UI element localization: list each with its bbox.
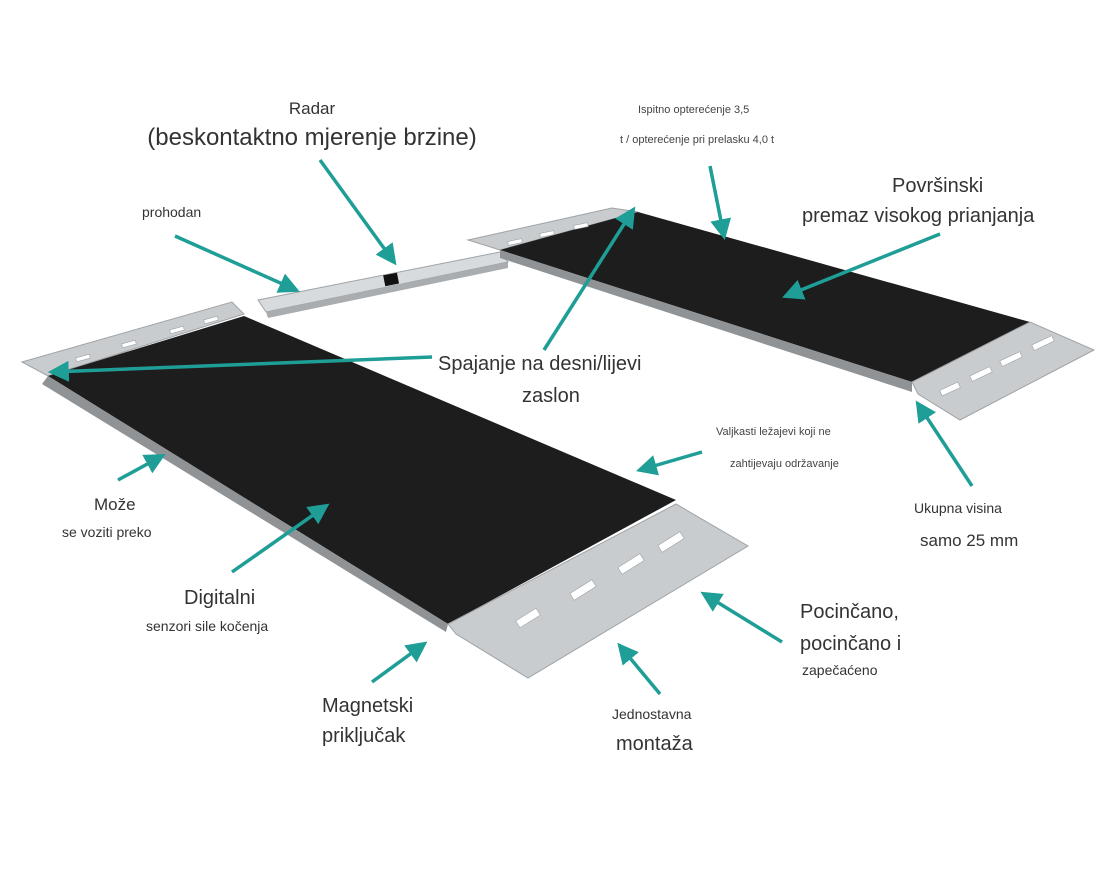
connector-bar xyxy=(257,251,509,318)
height-line-1: Ukupna visina xyxy=(914,500,1002,516)
arrow-galvanized xyxy=(700,591,783,644)
label-mounting-2: montaža xyxy=(616,732,693,757)
arrow-connect-left xyxy=(47,355,433,382)
arrow-rollers xyxy=(635,450,703,476)
label-connect-2: zaslon xyxy=(522,384,580,409)
label-mounting: Jednostavna xyxy=(612,706,691,724)
label-surface-2: premaz visokog prianjanja xyxy=(802,204,1034,229)
arrow-drive-over xyxy=(117,453,166,482)
mounting-line-1: Jednostavna xyxy=(612,706,692,722)
drive-over-line-1: Može xyxy=(94,495,136,514)
arrow-radar xyxy=(318,158,397,266)
label-connect: Spajanje na desni/lijevi xyxy=(438,352,641,377)
label-height: Ukupna visina xyxy=(914,500,1002,518)
arrow-passable xyxy=(174,234,300,293)
label-passable: prohodan xyxy=(142,204,201,222)
rollers-line-1: Valjkasti ležajevi koji ne xyxy=(716,426,831,438)
arrow-magnetic xyxy=(370,641,428,684)
label-load-2: t / opterećenje pri prelasku 4,0 t xyxy=(620,134,774,148)
label-drive-over-2: se voziti preko xyxy=(62,524,151,542)
height-line-2: samo 25 mm xyxy=(920,531,1019,550)
radar-subtitle: (beskontaktno mjerenje brzine) xyxy=(147,124,477,152)
galvanized-line-2: pocinčano i xyxy=(800,633,902,655)
label-height-2: samo 25 mm xyxy=(920,530,1018,551)
mounting-line-2: montaža xyxy=(616,733,693,755)
arrow-digital xyxy=(230,503,330,574)
arrow-load xyxy=(708,165,732,241)
digital-line-2: senzori sile kočenja xyxy=(146,618,269,634)
label-magnetic: Magnetski xyxy=(322,694,413,719)
label-galvanized-2: pocinčano i xyxy=(800,632,901,657)
label-rollers: Valjkasti ležajevi koji ne xyxy=(716,426,831,440)
digital-line-1: Digitalni xyxy=(184,587,256,609)
arrow-surface xyxy=(782,232,941,300)
surface-line-2: premaz visokog prianjanja xyxy=(802,205,1035,227)
callout-arrows xyxy=(47,158,974,696)
drive-over-line-2: se voziti preko xyxy=(62,524,152,540)
arrow-height xyxy=(915,400,974,487)
arrow-connect-right xyxy=(542,206,636,351)
galvanized-line-3: zapečaćeno xyxy=(802,662,878,678)
left-plate xyxy=(20,301,749,679)
label-galvanized: Pocinčano, xyxy=(800,600,899,625)
rollers-line-2: zahtijevaju održavanje xyxy=(730,458,839,470)
label-galvanized-3: zapečaćeno xyxy=(802,662,878,680)
right-plate xyxy=(466,207,1096,421)
load-line-2: t / opterećenje pri prelasku 4,0 t xyxy=(620,134,775,146)
label-digital-2: senzori sile kočenja xyxy=(146,618,268,636)
arrow-mounting xyxy=(617,642,662,696)
label-drive-over: Može xyxy=(94,494,136,515)
radar-sensor xyxy=(383,272,400,287)
label-rollers-2: zahtijevaju održavanje xyxy=(730,458,839,472)
magnetic-line-1: Magnetski xyxy=(322,695,414,717)
label-digital: Digitalni xyxy=(184,586,255,611)
connect-line-1: Spajanje na desni/lijevi xyxy=(438,353,642,375)
magnetic-line-2: priključak xyxy=(322,725,406,747)
load-line-1: Ispitno opterećenje 3,5 xyxy=(638,104,750,116)
label-load: Ispitno opterećenje 3,5 xyxy=(638,104,749,118)
connect-line-2: zaslon xyxy=(522,385,580,407)
surface-line-1: Površinski xyxy=(892,175,984,197)
label-surface: Površinski xyxy=(892,174,983,199)
radar-title: Radar xyxy=(288,99,336,118)
label-magnetic-2: priključak xyxy=(322,724,405,749)
passable-text: prohodan xyxy=(142,204,202,220)
galvanized-line-1: Pocinčano, xyxy=(800,601,899,623)
